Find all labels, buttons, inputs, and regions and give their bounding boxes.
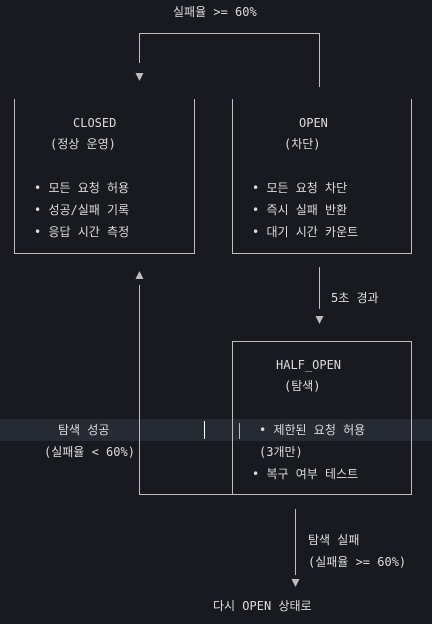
half-to-closed-line: [239, 423, 240, 439]
open-to-half-line: [319, 267, 320, 309]
half-to-open-line: [295, 509, 296, 575]
arrowhead-up-to-closed: [135, 271, 144, 279]
half-to-open-condition: (실패율 >= 60%): [308, 555, 407, 569]
open-title: OPEN: [299, 116, 328, 130]
half-open-bullet: (3개만): [259, 445, 303, 459]
top-loop-line: [319, 33, 320, 87]
open-bullet: • 즉시 실패 반환: [252, 203, 348, 217]
highlighted-line: [0, 419, 432, 441]
top-loop-line: [139, 33, 140, 63]
arrowhead-down-to-closed: [135, 73, 144, 81]
half-open-title: HALF_OPEN: [276, 358, 342, 372]
closed-subtitle: (정상 운영): [50, 137, 116, 151]
arrowhead-down-to-open-again: [291, 579, 300, 587]
half-open-bullet: • 복구 여부 테스트: [252, 467, 359, 481]
closed-to-open-label: 실패율 >= 60%: [173, 5, 257, 19]
half-to-closed-line: [139, 285, 140, 495]
open-bullet: • 대기 시간 카운트: [252, 225, 359, 239]
closed-title: CLOSED: [73, 116, 117, 130]
bottom-note: 다시 OPEN 상태로: [213, 599, 312, 613]
top-loop-line: [139, 33, 320, 34]
closed-bullet: • 모든 요청 허용: [34, 181, 130, 195]
closed-bullet: • 응답 시간 측정: [34, 225, 130, 239]
half-open-subtitle: (탐색): [284, 379, 321, 393]
text-cursor: [204, 421, 205, 439]
arrowhead-down-to-half-open: [315, 316, 324, 324]
half-to-closed-condition: (실패율 < 60%): [44, 445, 135, 459]
half-to-open-label: 탐색 실패: [308, 533, 360, 547]
open-to-half-label: 5초 경과: [331, 291, 379, 305]
half-to-closed-label: 탐색 성공: [58, 423, 110, 437]
half-open-bullet: • 제한된 요청 허용: [259, 423, 366, 437]
open-bullet: • 모든 요청 차단: [252, 181, 348, 195]
closed-bullet: • 성공/실패 기록: [34, 203, 130, 217]
open-subtitle: (차단): [284, 137, 321, 151]
